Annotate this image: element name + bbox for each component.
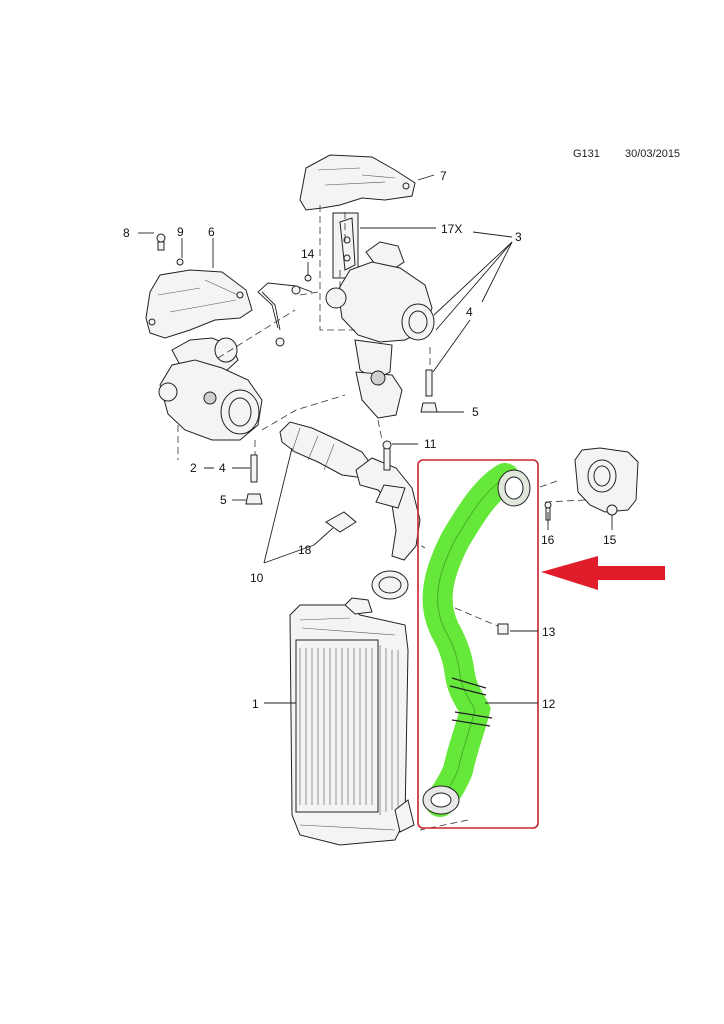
diagram-code: G131	[573, 148, 600, 160]
throttle-body	[544, 447, 639, 521]
callout-16: 16	[541, 533, 555, 547]
pointer-arrow	[541, 556, 665, 590]
callout-4-upper: 4	[466, 305, 473, 319]
nut-8	[156, 233, 166, 243]
nut-9	[176, 258, 184, 266]
callout-18: 18	[298, 543, 312, 557]
hose-clamp-18	[325, 511, 357, 533]
callout-5-upper: 5	[472, 405, 479, 419]
nut-5-lower	[245, 493, 263, 505]
oil-feed-pipe	[257, 274, 313, 347]
bolt-11	[383, 447, 391, 471]
heat-shield-upper	[299, 154, 416, 211]
callout-9: 9	[177, 225, 184, 239]
turbocharger-lower	[158, 337, 263, 441]
callout-5-lower: 5	[220, 493, 227, 507]
callout-12: 12	[542, 697, 556, 711]
turbocharger-upper	[325, 241, 438, 419]
intake-duct	[279, 421, 421, 600]
heat-shield-lower	[145, 269, 253, 339]
callout-7: 7	[440, 169, 447, 183]
alignment-lines	[177, 205, 586, 831]
diagram-date: 30/03/2015	[625, 148, 681, 160]
bracket-17x	[332, 212, 359, 279]
callout-8: 8	[123, 226, 130, 240]
callout-14: 14	[301, 247, 315, 261]
callout-17x: 17X	[441, 222, 462, 236]
callout-11: 11	[424, 437, 437, 451]
callout-6: 6	[208, 225, 215, 239]
leader-lines	[138, 174, 613, 704]
callout-13: 13	[542, 625, 556, 639]
charge-air-hose-highlighted	[422, 463, 531, 817]
callout-2: 2	[190, 461, 197, 475]
intercooler	[289, 597, 415, 846]
stud-4-lower	[250, 454, 258, 483]
highlight-box	[417, 459, 539, 829]
callout-10: 10	[250, 571, 264, 585]
callout-15: 15	[603, 533, 617, 547]
callout-4-lower: 4	[219, 461, 226, 475]
callout-1: 1	[252, 697, 259, 711]
callout-3: 3	[515, 230, 522, 244]
